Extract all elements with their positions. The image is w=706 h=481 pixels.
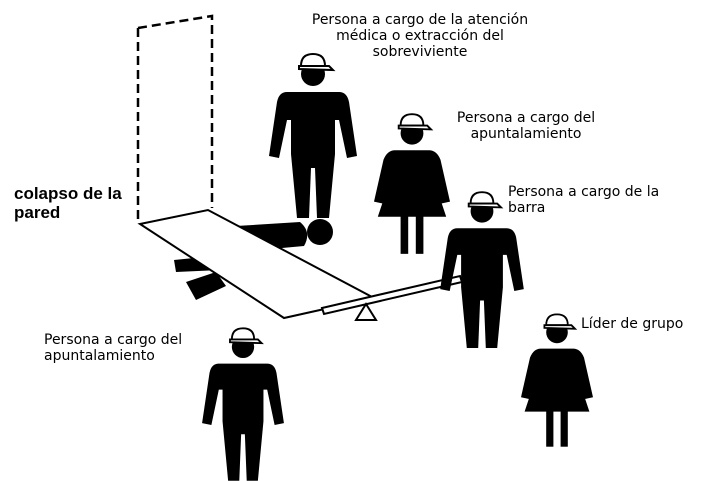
fulcrum-icon bbox=[354, 302, 378, 321]
label-bar: Persona a cargo de la barra bbox=[508, 184, 660, 216]
person-medical-icon bbox=[269, 53, 357, 218]
trapped-victim bbox=[174, 219, 333, 300]
label-shoring-top: Persona a cargo del apuntalamiento bbox=[456, 110, 596, 142]
label-wall-collapse: colapso de la pared bbox=[14, 184, 122, 222]
original-wall-outline bbox=[136, 14, 214, 224]
label-shoring-bottom: Persona a cargo del apuntalamiento bbox=[44, 332, 183, 364]
label-group-leader: Líder de grupo bbox=[581, 316, 684, 332]
person-leader-icon bbox=[521, 313, 593, 447]
label-medical: Persona a cargo de la atención médica o … bbox=[311, 12, 529, 60]
